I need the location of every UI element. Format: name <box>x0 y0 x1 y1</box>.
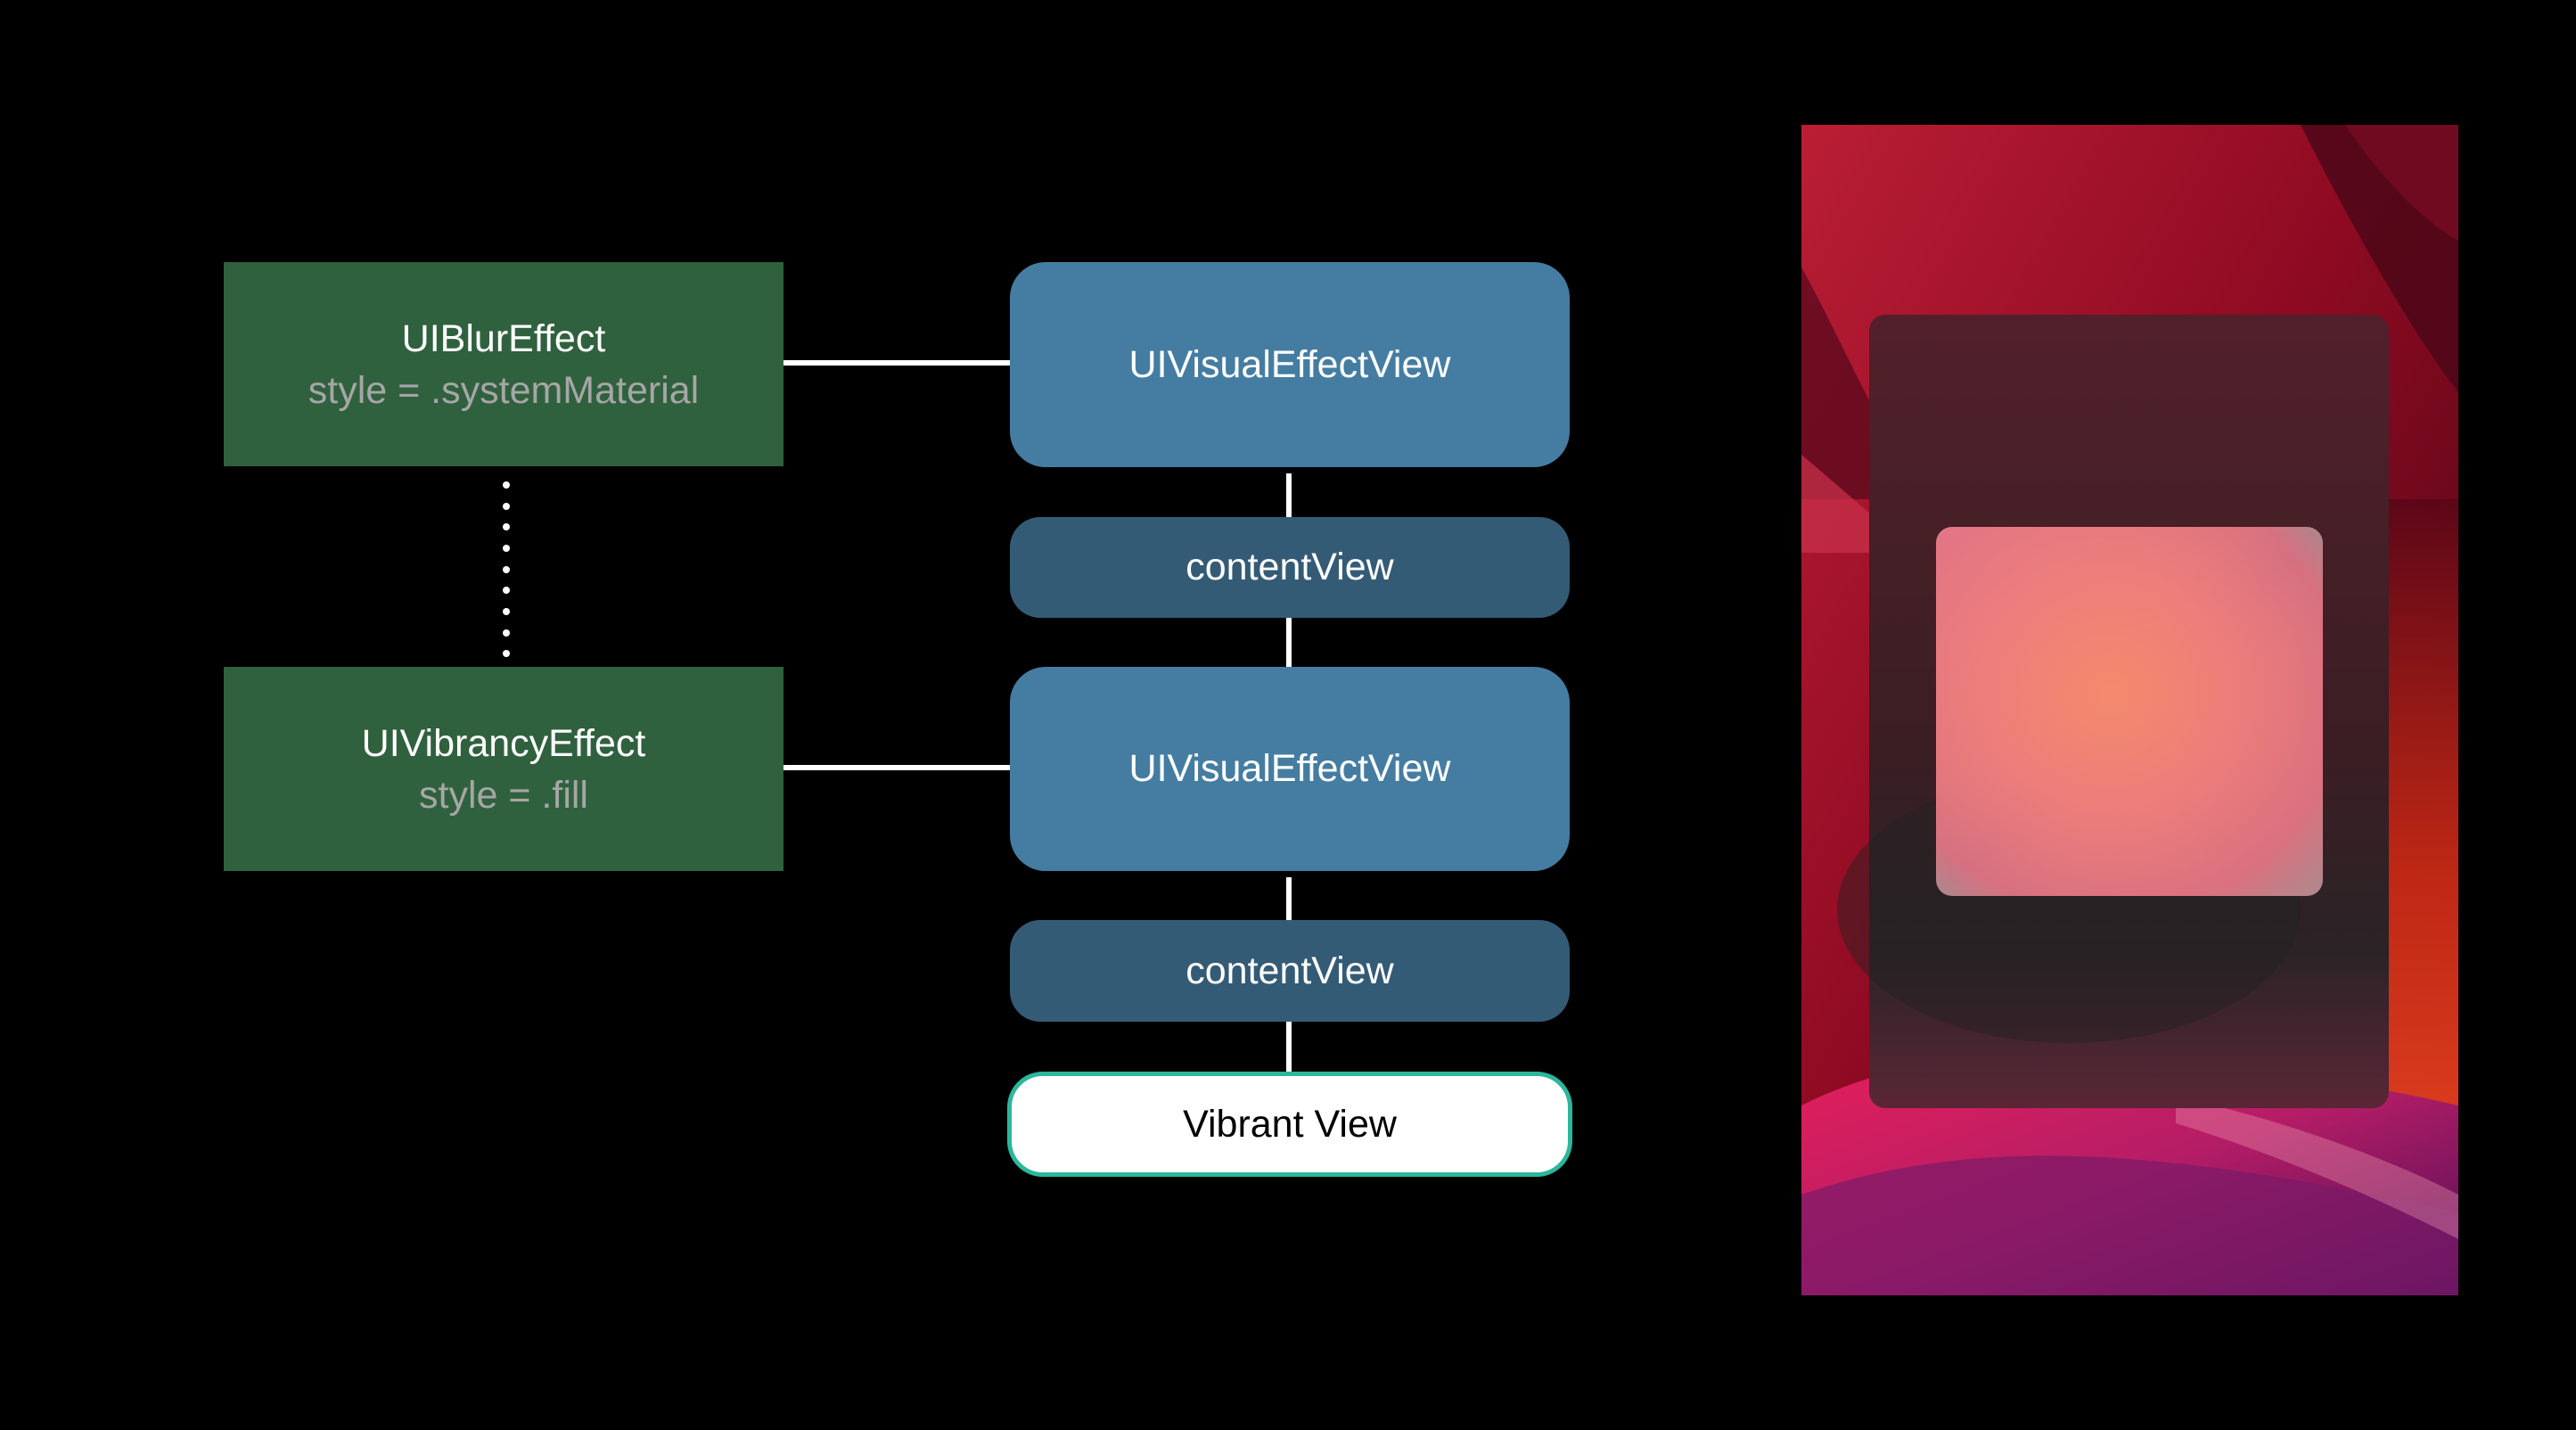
visual-effect-view-node: UIVisualEffectView <box>1010 262 1570 467</box>
blurred-wallpaper-preview <box>1801 125 2458 1295</box>
hierarchy-connector <box>1286 877 1292 920</box>
vibrant-view-node: Vibrant View <box>1007 1072 1572 1177</box>
hierarchy-connector <box>1286 473 1292 517</box>
vibrancy-effect-box: UIVibrancyEffect style = .fill <box>224 667 783 871</box>
blur-effect-connector <box>783 360 1010 366</box>
content-view-node: contentView <box>1010 920 1570 1022</box>
blur-effect-box: UIBlurEffect style = .systemMaterial <box>224 262 783 466</box>
hierarchy-connector <box>1286 1022 1292 1072</box>
effect-title: UIVibrancyEffect <box>361 721 646 765</box>
content-view-node: contentView <box>1010 517 1570 618</box>
effect-title: UIBlurEffect <box>401 316 606 360</box>
effect-style: style = .systemMaterial <box>308 368 700 412</box>
dotted-relation-line <box>502 481 511 658</box>
effect-style: style = .fill <box>419 773 588 817</box>
vibrancy-effect-connector <box>783 765 1010 770</box>
hierarchy-connector <box>1286 618 1292 667</box>
visual-effect-view-node: UIVisualEffectView <box>1010 667 1570 871</box>
